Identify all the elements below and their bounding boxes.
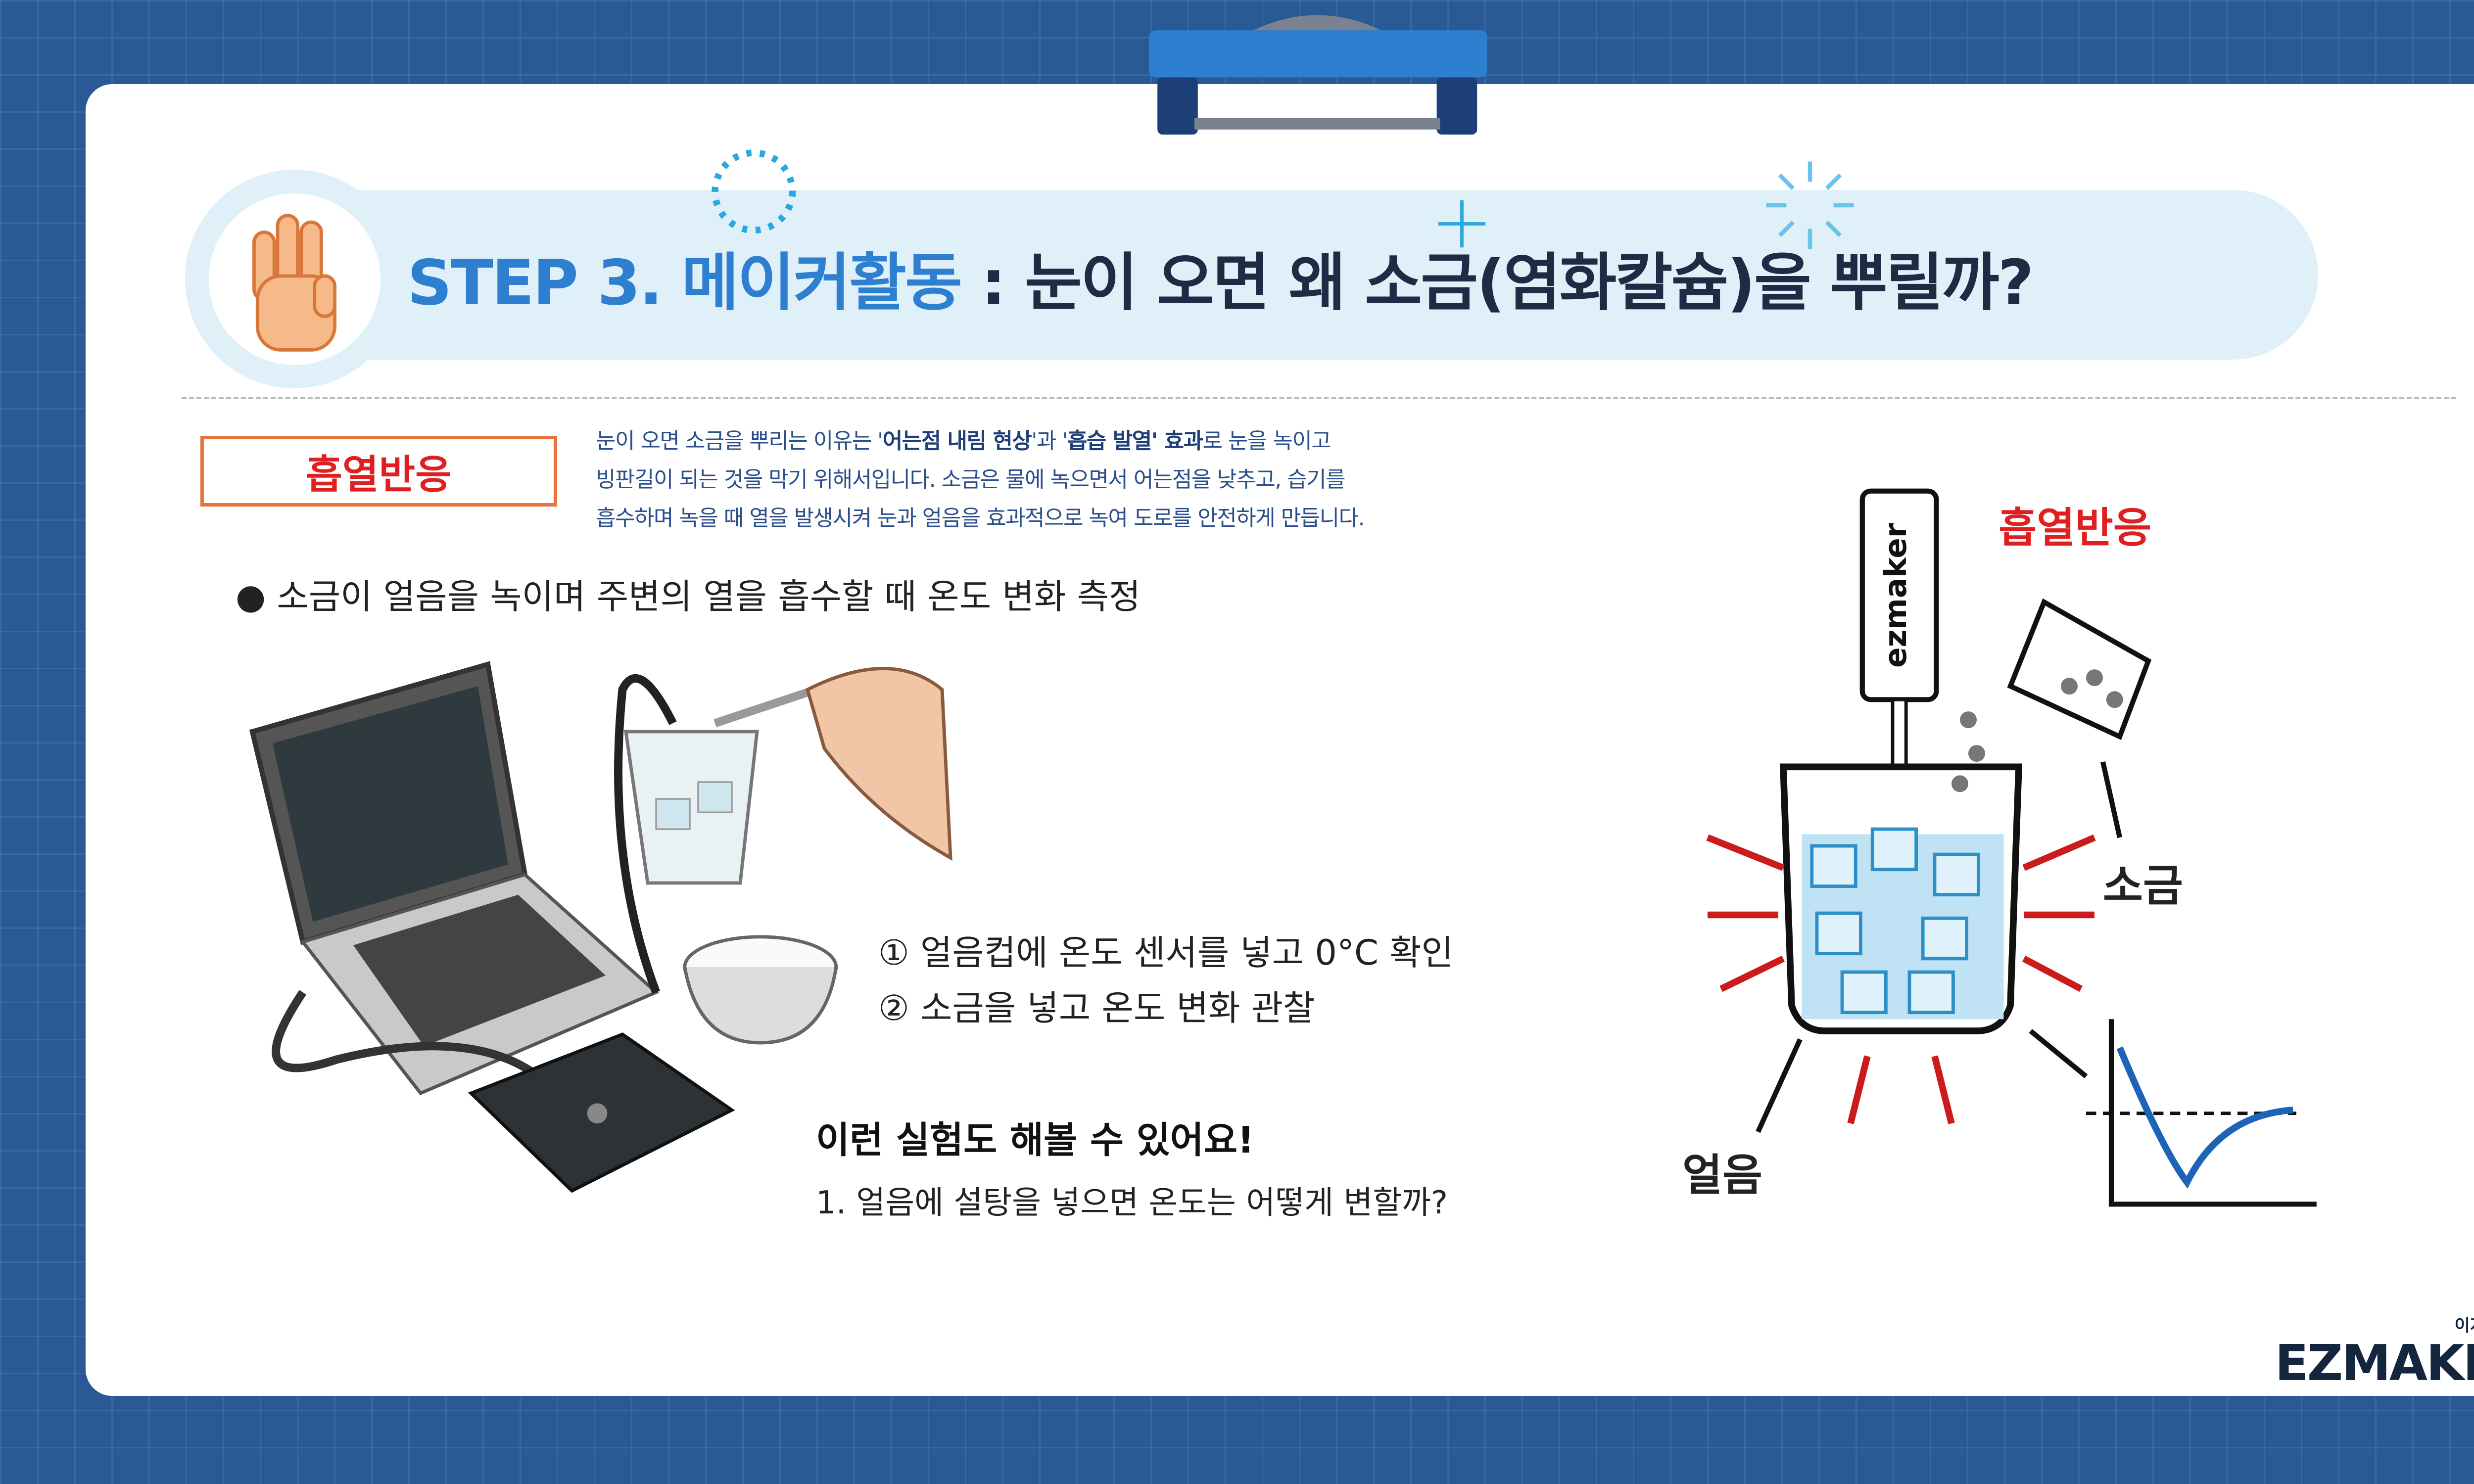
description-line-2: 빙판길이 되는 것을 막기 위해서입니다. 소금은 물에 녹으면서 어는점을 낮… [596, 467, 1346, 492]
three-fingers-hand-icon [252, 214, 336, 352]
temperature-graph-icon [2086, 1019, 2317, 1207]
divider [182, 397, 2456, 399]
hand-spoon-icon [714, 667, 952, 861]
dotted-circle-decoration-icon [712, 149, 796, 234]
graph-pointer-arrow [2029, 1029, 2088, 1078]
ezmaker-logo: 이지메이커 EZMAKER [2254, 1312, 2474, 1390]
sensor-label: ezmaker [1878, 523, 1913, 668]
logo-korean: 이지메이커 [2454, 1316, 2474, 1336]
description: 눈이 오면 소금을 뿌리는 이유는 '어는점 내림 현상'과 '흡습 발열' 효… [596, 422, 1365, 538]
ice-label: 얼음 [1682, 1150, 1762, 1201]
diagram-tag: 흡열반응 [1998, 504, 2152, 552]
description-line-1: 눈이 오면 소금을 뿌리는 이유는 '어는점 내림 현상'과 '흡습 발열' 효… [596, 428, 1332, 454]
heat-arrows-icon [1706, 834, 2096, 1124]
salt-packet-icon [1951, 598, 2152, 792]
salt-bowl-icon [683, 935, 838, 1045]
bullet-text: ● 소금이 얼음을 녹이며 주변의 열을 흡수할 때 온도 변화 측정 [236, 576, 1141, 617]
title-step: STEP 3. 메이커활동 [407, 246, 962, 319]
burst-decoration-icon [1766, 161, 1854, 249]
try-title: 이런 실험도 해볼 수 있어요! [816, 1119, 1254, 1161]
endothermic-diagram: ezmaker [1706, 488, 2317, 1207]
reaction-tag: 흡열반응 [200, 436, 557, 507]
laptop-icon [249, 661, 660, 1096]
sparkle-icon [1438, 200, 1486, 248]
beaker-icon [1779, 763, 2023, 1034]
title-banner [185, 190, 2318, 360]
clipboard-clip-icon [1149, 15, 1487, 135]
step-2: ② 소금을 넣고 온도 변화 관찰 [878, 988, 1315, 1028]
description-line-3: 흡수하며 녹을 때 열을 발생시켜 눈과 얼음을 효과적으로 녹여 도로를 안전… [596, 506, 1365, 531]
page-title: STEP 3. 메이커활동 : 눈이 오면 왜 소금(염화칼슘)을 뿌릴까? [407, 232, 2034, 323]
bullet-dot-icon: ● [236, 576, 277, 617]
salt-pointer-arrow [2100, 761, 2122, 838]
title-question: : 눈이 오면 왜 소금(염화칼슘)을 뿌릴까? [960, 246, 2034, 319]
salt-label: 소금 [2103, 860, 2183, 911]
step-1: ① 얼음컵에 온도 센서를 넣고 0°C 확인 [878, 932, 1453, 973]
ice-pointer-arrow [1756, 1038, 1803, 1133]
circuit-board-icon [468, 1032, 735, 1193]
logo-english: EZMAKER [2275, 1334, 2474, 1392]
experiment-illustration [249, 661, 952, 1193]
ice-cup-icon [623, 730, 759, 885]
try-item: 1. 얼음에 설탕을 넣으면 온도는 어떻게 변할까? [816, 1185, 1448, 1221]
